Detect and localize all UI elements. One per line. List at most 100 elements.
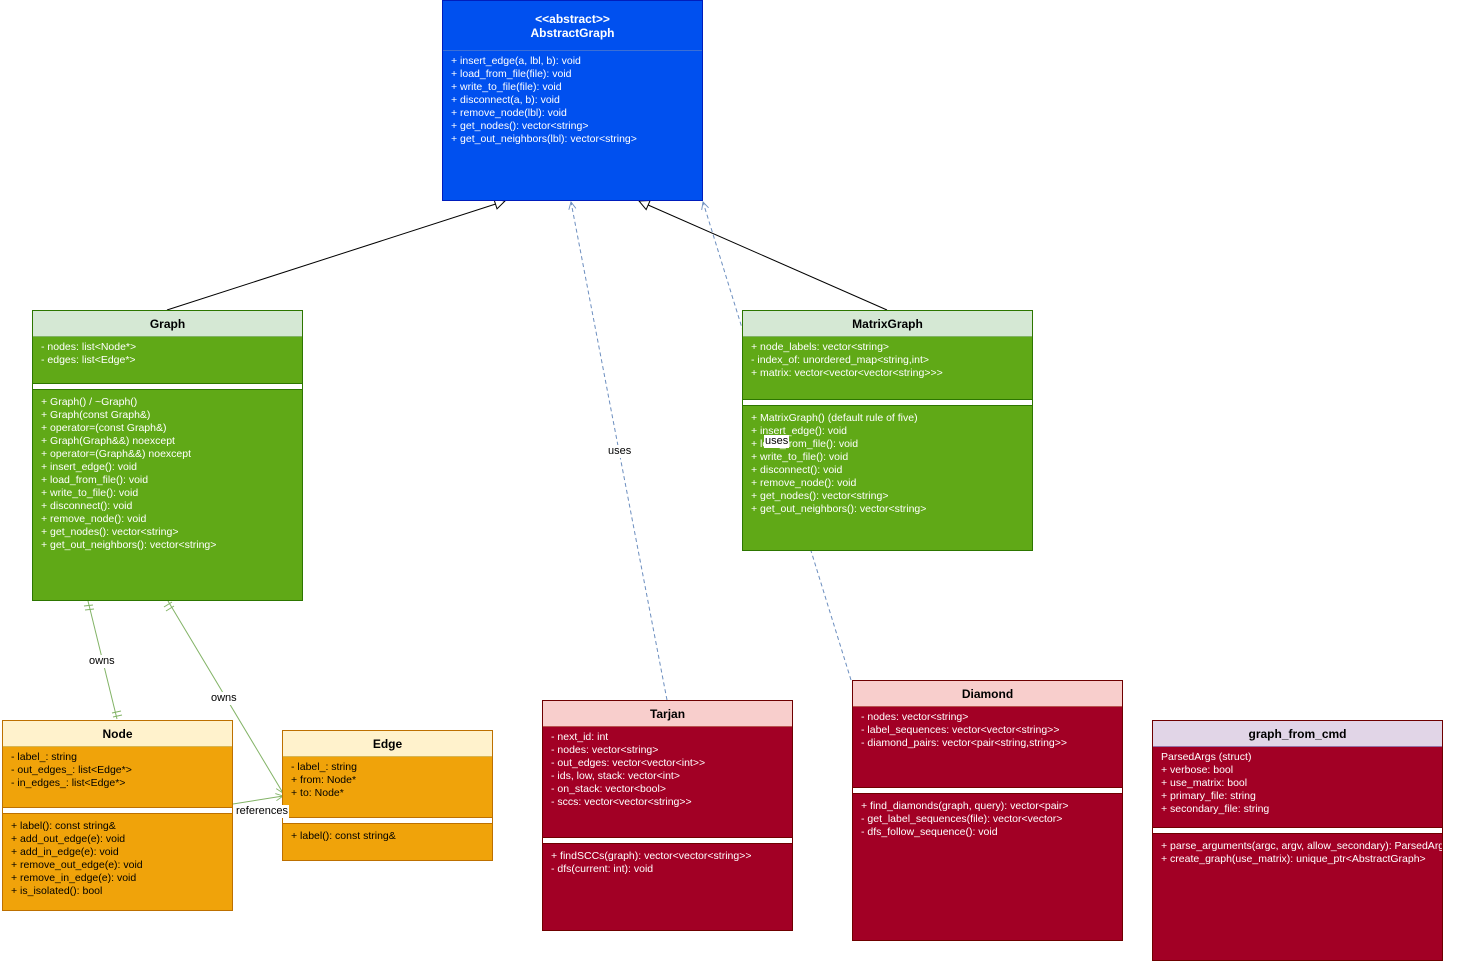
node-header: Node xyxy=(3,721,232,747)
edge-class[interactable]: Edge - label_: string + from: Node* + to… xyxy=(282,730,493,861)
method: + remove_node(lbl): void xyxy=(451,107,567,119)
tarjan-class[interactable]: Tarjan - next_id: int - nodes: vector<st… xyxy=(542,700,793,931)
cmd-header: graph_from_cmd xyxy=(1153,721,1442,747)
method: + operator=(Graph&&) noexcept xyxy=(41,448,192,460)
method: - get_label_sequences(file): vector<vect… xyxy=(861,813,1063,825)
tarjan-divider xyxy=(543,837,792,844)
graph-from-cmd-class[interactable]: graph_from_cmd ParsedArgs (struct) + ver… xyxy=(1152,720,1443,961)
method: + find_diamonds(graph, query): vector<pa… xyxy=(861,800,1069,812)
method: + parse_arguments(argc, argv, allow_seco… xyxy=(1161,840,1443,852)
diamond-attributes: - nodes: vector<string> - label_sequence… xyxy=(853,707,1122,787)
method: + remove_node(): void xyxy=(41,513,147,525)
method: + Graph(Graph&&) noexcept xyxy=(41,435,175,447)
attribute: + secondary_file: string xyxy=(1161,803,1270,815)
method: + is_isolated(): bool xyxy=(11,885,103,897)
method: + get_nodes(): vector<string> xyxy=(41,526,179,538)
tarjan-class-name: Tarjan xyxy=(649,706,686,721)
attribute: + use_matrix: bool xyxy=(1161,777,1248,789)
attribute: - ids, low, stack: vector<int> xyxy=(551,770,680,782)
method: + disconnect(): void xyxy=(751,464,843,476)
graph-class[interactable]: Graph - nodes: list<Node*> - edges: list… xyxy=(32,310,303,601)
method: + Graph(const Graph&) xyxy=(41,409,151,421)
method: + get_nodes(): vector<string> xyxy=(751,490,889,502)
node-class-name: Node xyxy=(102,726,133,741)
graph-divider xyxy=(33,383,302,390)
attribute: ParsedArgs (struct) xyxy=(1161,751,1252,763)
diamond-methods: + find_diamonds(graph, query): vector<pa… xyxy=(853,794,1122,839)
attribute: - index_of: unordered_map<string,int> xyxy=(751,354,930,366)
method: + write_to_file(): void xyxy=(751,451,849,463)
abstract-graph-class[interactable]: <<abstract>> AbstractGraph + insert_edge… xyxy=(442,0,703,201)
node-methods: + label(): const string& + add_out_edge(… xyxy=(3,814,232,898)
attribute: + primary_file: string xyxy=(1161,790,1256,802)
attribute: - out_edges: vector<vector<int>> xyxy=(551,757,706,769)
matrix-graph-header: MatrixGraph xyxy=(743,311,1032,337)
attribute: - on_stack: vector<bool> xyxy=(551,783,666,795)
node-divider xyxy=(3,807,232,814)
method: + insert_edge(): void xyxy=(41,461,138,473)
inherit-graph-edge xyxy=(166,201,505,311)
owns-node-source-bar xyxy=(83,604,95,611)
cmd-divider xyxy=(1153,827,1442,834)
method: + Graph() / ~Graph() xyxy=(41,396,138,408)
method: + operator=(const Graph&) xyxy=(41,422,167,434)
diamond-uses-edge xyxy=(703,202,852,681)
graph-attributes: - nodes: list<Node*> - edges: list<Edge*… xyxy=(33,337,302,383)
attribute: - edges: list<Edge*> xyxy=(41,354,136,366)
attribute: - diamond_pairs: vector<pair<string,stri… xyxy=(861,737,1068,749)
matrix-graph-class[interactable]: MatrixGraph + node_labels: vector<string… xyxy=(742,310,1033,551)
attribute: + verbose: bool xyxy=(1161,764,1234,776)
inherit-matrix-edge xyxy=(639,201,888,311)
matrix-class-name: MatrixGraph xyxy=(852,316,923,331)
cmd-attributes: ParsedArgs (struct) + verbose: bool + us… xyxy=(1153,747,1442,827)
method: + findSCCs(graph): vector<vector<string>… xyxy=(551,850,752,862)
tarjan-header: Tarjan xyxy=(543,701,792,727)
edge-class-name: Edge xyxy=(372,736,403,751)
method: + load_from_file(): void xyxy=(41,474,149,486)
tarjan-methods: + findSCCs(graph): vector<vector<string>… xyxy=(543,844,792,876)
method: + MatrixGraph() (default rule of five) xyxy=(751,412,918,424)
abstract-class-name: AbstractGraph xyxy=(530,25,615,40)
matrix-methods: + MatrixGraph() (default rule of five) +… xyxy=(743,406,1032,516)
method: + disconnect(): void xyxy=(41,500,133,512)
method: + get_out_neighbors(): vector<string> xyxy=(41,539,217,551)
diamond-header: Diamond xyxy=(853,681,1122,707)
method: + remove_in_edge(e): void xyxy=(11,872,137,884)
graph-methods: + Graph() / ~Graph() + Graph(const Graph… xyxy=(33,390,302,552)
diamond-class-name: Diamond xyxy=(961,686,1014,701)
attribute: + matrix: vector<vector<vector<string>>> xyxy=(751,367,943,379)
method: - dfs(current: int): void xyxy=(551,863,654,875)
method: + write_to_file(file): void xyxy=(451,81,562,93)
graph-header: Graph xyxy=(33,311,302,337)
method: + disconnect(a, b): void xyxy=(451,94,560,106)
node-attributes: - label_: string - out_edges_: list<Edge… xyxy=(3,747,232,807)
method: + load_from_file(): void xyxy=(751,438,859,450)
method: + load_from_file(file): void xyxy=(451,68,572,80)
attribute: - next_id: int xyxy=(551,731,609,743)
diamond-class[interactable]: Diamond - nodes: vector<string> - label_… xyxy=(852,680,1123,941)
attribute: - label_sequences: vector<vector<string>… xyxy=(861,724,1060,736)
method: - dfs_follow_sequence(): void xyxy=(861,826,998,838)
graph-class-name: Graph xyxy=(149,316,186,331)
method: + get_nodes(): vector<string> xyxy=(451,120,589,132)
method: + label(): const string& xyxy=(11,820,116,832)
method: + create_graph(use_matrix): unique_ptr<A… xyxy=(1161,853,1426,865)
matrix-divider xyxy=(743,399,1032,406)
edge-methods: + label(): const string& xyxy=(283,824,492,843)
diamond-divider xyxy=(853,787,1122,794)
matrix-attributes: + node_labels: vector<string> - index_of… xyxy=(743,337,1032,399)
cmd-methods: + parse_arguments(argc, argv, allow_seco… xyxy=(1153,834,1442,866)
owns-edge-label: owns xyxy=(210,692,238,705)
attribute: - nodes: list<Node*> xyxy=(41,341,137,353)
method: + remove_node(): void xyxy=(751,477,857,489)
edge-divider xyxy=(283,817,492,824)
method: + label(): const string& xyxy=(291,830,396,842)
attribute: - nodes: vector<string> xyxy=(861,711,969,723)
method: + add_out_edge(e): void xyxy=(11,833,126,845)
tarjan-uses-label: uses xyxy=(607,445,633,458)
attribute: - label_: string xyxy=(291,761,357,773)
method: + insert_edge(): void xyxy=(751,425,848,437)
tarjan-attributes: - next_id: int - nodes: vector<string> -… xyxy=(543,727,792,837)
node-class[interactable]: Node - label_: string - out_edges_: list… xyxy=(2,720,233,911)
abstract-graph-header: <<abstract>> AbstractGraph xyxy=(443,1,702,51)
